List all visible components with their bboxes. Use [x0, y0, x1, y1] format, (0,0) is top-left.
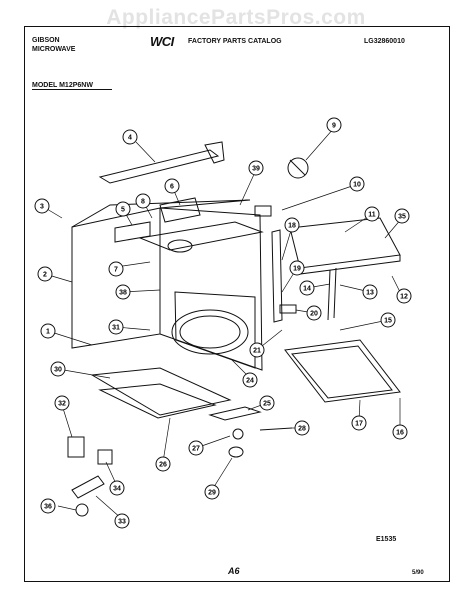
callout-number-18: 18 — [288, 223, 296, 230]
callout-bubble — [37, 266, 53, 282]
callout-bubble — [54, 395, 70, 411]
switch-part — [67, 436, 85, 458]
callout-bubble — [164, 178, 180, 194]
callout-bubble — [155, 456, 171, 472]
callout-number-15: 15 — [384, 318, 392, 325]
callout-number-19: 19 — [293, 266, 301, 273]
callout-bubble — [188, 440, 204, 456]
watermark: AppliancePartsPros.com — [106, 6, 366, 29]
callout-bubble — [114, 513, 130, 529]
callout-number-6: 6 — [170, 184, 174, 191]
callout-bubble — [242, 372, 258, 388]
callout-number-12: 12 — [400, 294, 408, 301]
callout-bubble — [259, 395, 275, 411]
callout-bubble — [294, 420, 310, 436]
brand-block: GIBSON MICROWAVE — [32, 36, 75, 54]
base-plate-part — [90, 367, 232, 416]
callout-bubble — [135, 193, 151, 209]
callout-bubble — [362, 284, 378, 300]
callout-number-8: 8 — [141, 199, 145, 206]
callout-bubble — [108, 319, 124, 335]
callout-number-17: 17 — [355, 421, 363, 428]
callout-number-14: 14 — [303, 286, 311, 293]
callout-bubble — [380, 312, 396, 328]
callout-bubble — [394, 208, 410, 224]
callout-bubble — [349, 176, 365, 192]
callout-number-7: 7 — [114, 267, 118, 274]
callout-number-31: 31 — [112, 325, 120, 332]
callout-bubble — [289, 260, 305, 276]
brand-category: MICROWAVE — [32, 46, 76, 53]
callout-bubble — [34, 198, 50, 214]
callout-number-36: 36 — [44, 504, 52, 511]
side-strip-part — [271, 229, 283, 323]
callout-number-33: 33 — [118, 519, 126, 526]
callout-number-20: 20 — [310, 311, 318, 318]
callout-number-1: 1 — [46, 329, 50, 336]
callout-number-27: 27 — [192, 446, 200, 453]
door-panel-part — [284, 339, 401, 403]
callout-number-32: 32 — [58, 401, 66, 408]
callout-number-35: 35 — [398, 214, 406, 221]
callout-bubble — [364, 206, 380, 222]
callout-bubble — [204, 484, 220, 500]
page-number: A6 — [228, 566, 240, 576]
catalog-code: LG32860010 — [364, 38, 405, 45]
callout-number-9: 9 — [332, 123, 336, 130]
callout-bubble — [396, 288, 412, 304]
callout-bubble — [108, 261, 124, 277]
callout-bubble — [326, 117, 342, 133]
callout-number-28: 28 — [298, 426, 306, 433]
callout-number-16: 16 — [396, 430, 404, 437]
callout-bubble — [115, 201, 131, 217]
right-cover-part — [289, 217, 401, 269]
callout-bubble — [115, 284, 131, 300]
callout-bubble — [40, 323, 56, 339]
callout-bubble — [109, 480, 125, 496]
callout-number-29: 29 — [208, 490, 216, 497]
motor-part — [228, 446, 244, 458]
figure-code: E1535 — [376, 536, 397, 543]
callout-number-24: 24 — [246, 378, 254, 385]
callout-number-21: 21 — [253, 348, 261, 355]
callout-bubble — [299, 280, 315, 296]
cavity-frame-part — [159, 207, 263, 371]
callout-number-13: 13 — [366, 290, 374, 297]
callout-number-2: 2 — [43, 272, 47, 279]
callout-number-25: 25 — [263, 401, 271, 408]
fan-part — [167, 239, 193, 253]
callout-bubble — [122, 129, 138, 145]
callout-bubble — [50, 361, 66, 377]
callout-bubble — [249, 342, 265, 358]
wci-logo: WCI — [150, 34, 174, 49]
callout-number-34: 34 — [113, 486, 121, 493]
callout-bubble — [392, 424, 408, 440]
page-frame — [24, 26, 450, 582]
print-date: 5/90 — [412, 570, 424, 576]
callout-number-26: 26 — [159, 462, 167, 469]
callout-number-10: 10 — [353, 182, 361, 189]
callout-number-39: 39 — [252, 166, 260, 173]
callout-bubble — [40, 498, 56, 514]
turntable-part — [171, 309, 249, 355]
callout-number-3: 3 — [40, 204, 44, 211]
callout-bubble — [248, 160, 264, 176]
brand-name: GIBSON — [32, 37, 60, 44]
callout-bubble — [306, 305, 322, 321]
callout-number-30: 30 — [54, 367, 62, 374]
callout-number-5: 5 — [121, 207, 125, 214]
callout-number-4: 4 — [128, 135, 132, 142]
callout-bubble — [284, 217, 300, 233]
model-underline — [32, 89, 112, 90]
callout-bubble — [351, 415, 367, 431]
callout-number-38: 38 — [119, 290, 127, 297]
callout-number-11: 11 — [368, 212, 376, 219]
top-bracket-part — [98, 149, 220, 184]
model-label: MODEL M12P6NW — [32, 82, 93, 89]
catalog-title: FACTORY PARTS CATALOG — [188, 38, 282, 45]
